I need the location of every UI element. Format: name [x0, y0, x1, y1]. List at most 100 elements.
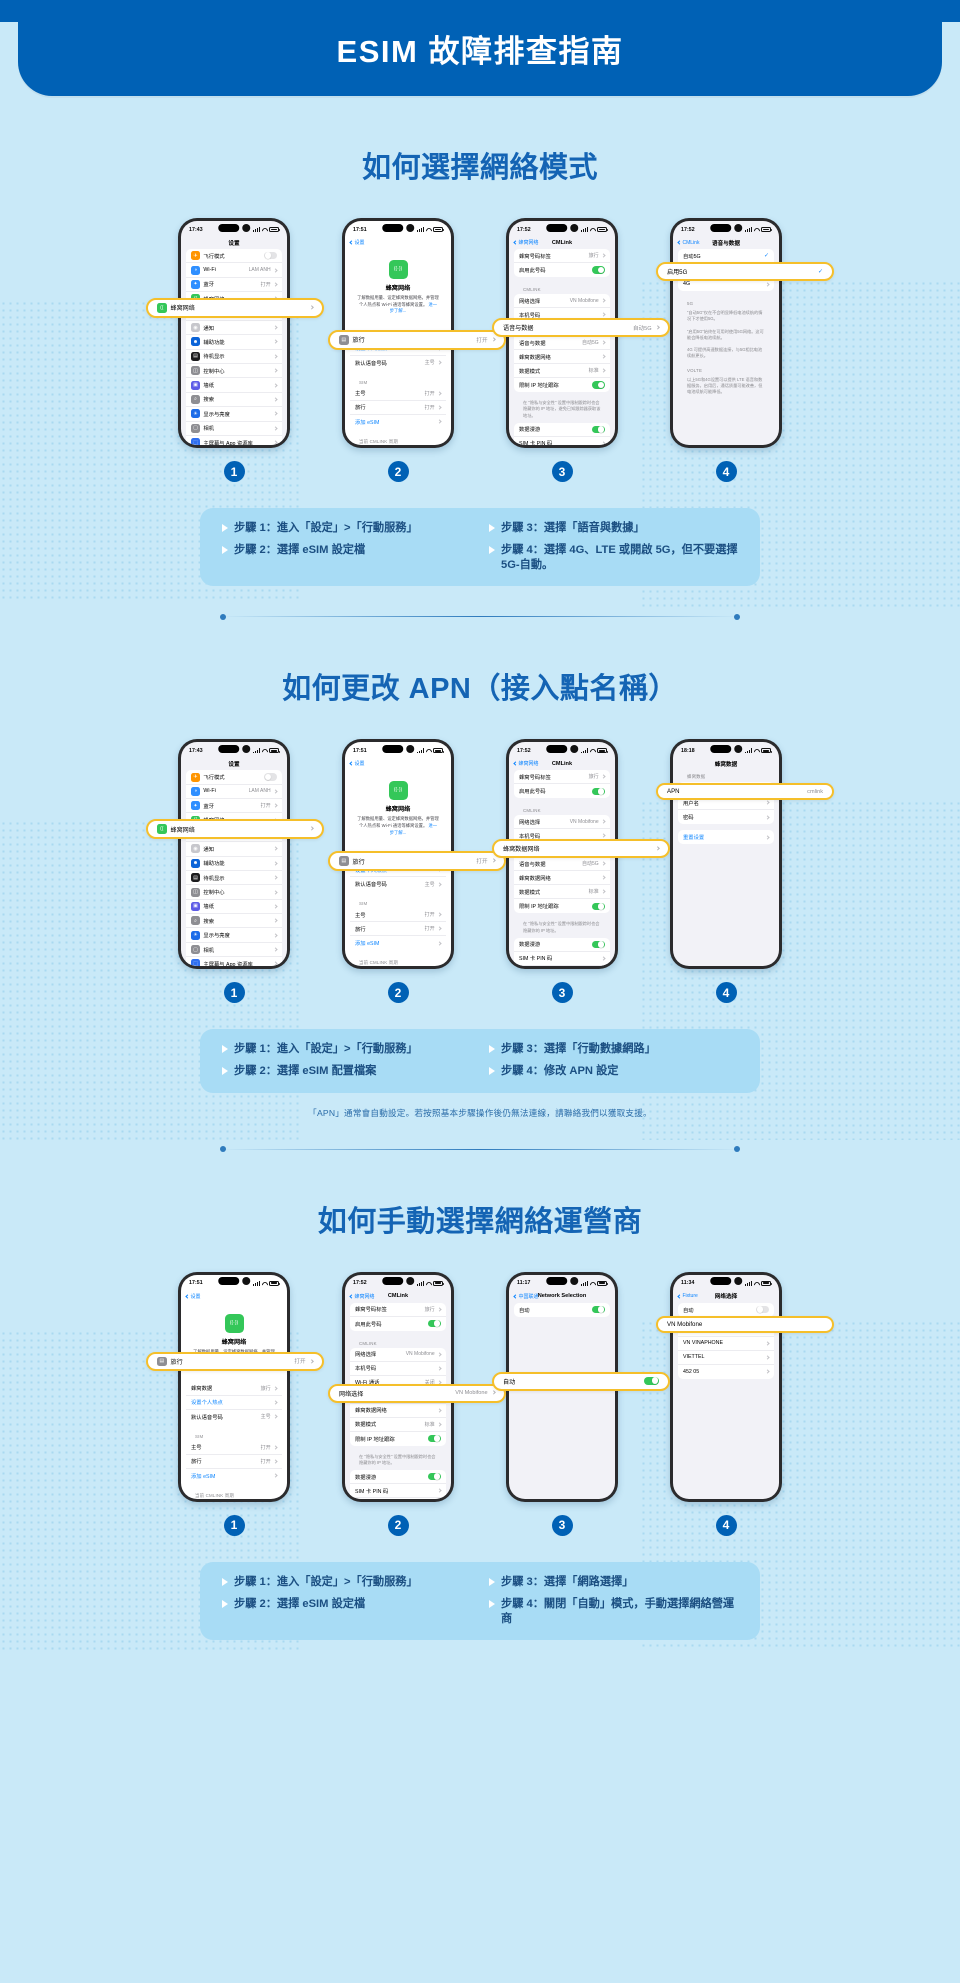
- list-row[interactable]: 蜂窝数据旅行: [186, 1382, 282, 1396]
- list-row[interactable]: 密码: [678, 810, 774, 824]
- learn-more-link[interactable]: 进一步了解...: [389, 301, 438, 314]
- toggle-switch[interactable]: [264, 251, 277, 260]
- list-row[interactable]: 默认语音号码主号: [350, 356, 446, 370]
- list-row[interactable]: SIM 卡 PIN 码: [350, 1484, 446, 1499]
- back-button[interactable]: 蜂窝网络: [513, 239, 539, 246]
- toggle-switch[interactable]: [592, 1305, 605, 1314]
- list-row[interactable]: VN VINAPHONE: [678, 1337, 774, 1351]
- list-row[interactable]: ▤待机显示: [186, 871, 282, 886]
- list-row[interactable]: 蜂窝号码标签旅行: [514, 249, 610, 263]
- list-row[interactable]: ▢相机: [186, 422, 282, 436]
- back-button[interactable]: 设置: [349, 760, 365, 767]
- list-row[interactable]: 限制 IP 地址跟踪: [514, 378, 610, 392]
- list-row[interactable]: ▢相机: [186, 943, 282, 958]
- toggle-switch[interactable]: [264, 773, 277, 781]
- list-row[interactable]: 添加 eSIM: [350, 415, 446, 429]
- list-row[interactable]: 旅行打开: [350, 401, 446, 415]
- list-row[interactable]: ✦蓝牙打开: [186, 278, 282, 293]
- list-row[interactable]: 蜂窝号码标签旅行: [350, 1303, 446, 1317]
- list-row[interactable]: 主号打开: [350, 908, 446, 923]
- back-button[interactable]: 设置: [185, 1293, 201, 1300]
- list-row[interactable]: 蜂窝数据网络: [514, 871, 610, 886]
- list-row[interactable]: 重置设置: [678, 830, 774, 844]
- list-row[interactable]: ⬚主屏幕与 App 资源库: [186, 436, 282, 445]
- list-row[interactable]: 数据漫游: [514, 938, 610, 952]
- list-row[interactable]: 数据漫游: [350, 1470, 446, 1485]
- list-row[interactable]: SIM 卡 PIN 码: [514, 952, 610, 966]
- list-row[interactable]: ☀显示与亮度: [186, 407, 282, 422]
- toggle-switch[interactable]: [428, 1472, 441, 1481]
- list-row[interactable]: 旅行打开: [350, 922, 446, 937]
- list-row[interactable]: ◫控制中心: [186, 364, 282, 379]
- list-row[interactable]: 启用此号码: [514, 784, 610, 798]
- list-row[interactable]: 添加 eSIM: [350, 936, 446, 950]
- list-row[interactable]: ⬚主屏幕与 App 资源库: [186, 957, 282, 967]
- back-button[interactable]: 中国联通: [513, 1293, 539, 1300]
- list-row[interactable]: 主号打开: [186, 1441, 282, 1455]
- list-row[interactable]: ☻辅助功能: [186, 335, 282, 350]
- toggle-switch[interactable]: [592, 266, 605, 274]
- list-row[interactable]: 语音与数据自动5G: [514, 336, 610, 350]
- list-row[interactable]: 自动: [514, 1303, 610, 1317]
- back-button[interactable]: 设置: [349, 239, 365, 246]
- toggle-switch[interactable]: [428, 1434, 441, 1443]
- list-row[interactable]: ◉通知: [186, 321, 282, 336]
- step-item: 步驟 1：進入「設定」>「行動服務」: [222, 1042, 471, 1057]
- list-row[interactable]: 设置个人热点: [186, 1396, 282, 1410]
- list-row[interactable]: ◉通知: [186, 842, 282, 857]
- list-row[interactable]: 452 05: [678, 1365, 774, 1379]
- back-button[interactable]: Fixture: [677, 1293, 698, 1299]
- list-row[interactable]: 启用此号码: [350, 1317, 446, 1331]
- list-row[interactable]: ▤待机显示: [186, 350, 282, 364]
- toggle-switch[interactable]: [592, 425, 605, 434]
- list-row[interactable]: 限制 IP 地址跟踪: [350, 1432, 446, 1446]
- learn-more-link[interactable]: 进一步了解...: [389, 822, 438, 835]
- list-row[interactable]: ⌕搜索: [186, 393, 282, 408]
- list-row[interactable]: 添加 eSIM: [186, 1469, 282, 1483]
- list-row[interactable]: ☀显示与亮度: [186, 928, 282, 943]
- list-row[interactable]: ▣墙纸: [186, 900, 282, 915]
- list-row[interactable]: 本机号码: [350, 1362, 446, 1376]
- list-row[interactable]: 启用此号码: [514, 263, 610, 277]
- list-row[interactable]: ☻辅助功能: [186, 857, 282, 871]
- list-row[interactable]: 默认语音号码主号: [350, 877, 446, 891]
- list-row[interactable]: 数据模式标准: [514, 364, 610, 378]
- list-row[interactable]: 蜂窝数据网络: [514, 350, 610, 364]
- toggle-switch[interactable]: [592, 940, 605, 949]
- back-button[interactable]: 蜂窝网络: [349, 1293, 375, 1300]
- toggle-switch[interactable]: [592, 902, 605, 911]
- list-row[interactable]: 默认语音号码主号: [186, 1410, 282, 1424]
- toggle-switch[interactable]: [428, 1319, 441, 1328]
- back-button[interactable]: 蜂窝网络: [513, 760, 539, 767]
- list-row[interactable]: 语音与数据自动5G: [514, 857, 610, 872]
- list-row[interactable]: 主号打开: [350, 387, 446, 401]
- list-row[interactable]: ▣墙纸: [186, 378, 282, 393]
- list-row[interactable]: 自动: [678, 1303, 774, 1317]
- list-row[interactable]: ✈飞行模式: [186, 249, 282, 264]
- list-row[interactable]: 数据模式标准: [514, 885, 610, 900]
- list-row[interactable]: 限制 IP 地址跟踪: [514, 899, 610, 913]
- list-row[interactable]: ⌕搜索: [186, 914, 282, 929]
- list-row[interactable]: ✦蓝牙打开: [186, 799, 282, 814]
- list-note: 在 "隐私与安全性" 设置中限制跟踪时也会隐藏你的 IP 地址，避免已知跟踪器获…: [523, 400, 601, 418]
- list-row[interactable]: 数据漫游: [514, 423, 610, 437]
- list-row[interactable]: ✈飞行模式: [186, 770, 282, 785]
- list-row[interactable]: 蜂窝号码标签旅行: [514, 770, 610, 785]
- back-button[interactable]: CMLink: [677, 240, 699, 246]
- list-row[interactable]: ◫控制中心: [186, 885, 282, 900]
- toggle-switch[interactable]: [592, 381, 605, 389]
- list-row[interactable]: 蜂窝数据网络: [350, 1404, 446, 1418]
- toggle-switch[interactable]: [756, 1305, 769, 1314]
- list-row[interactable]: 自动5G✓: [678, 249, 774, 263]
- list-row[interactable]: VIETTEL: [678, 1351, 774, 1365]
- list-row[interactable]: SIM 卡 PIN 码: [514, 437, 610, 445]
- list-row[interactable]: 数据模式标准: [350, 1418, 446, 1432]
- toggle-switch[interactable]: [592, 787, 605, 796]
- toggle-switch[interactable]: [644, 1376, 659, 1386]
- list-row[interactable]: 旅行打开: [186, 1455, 282, 1469]
